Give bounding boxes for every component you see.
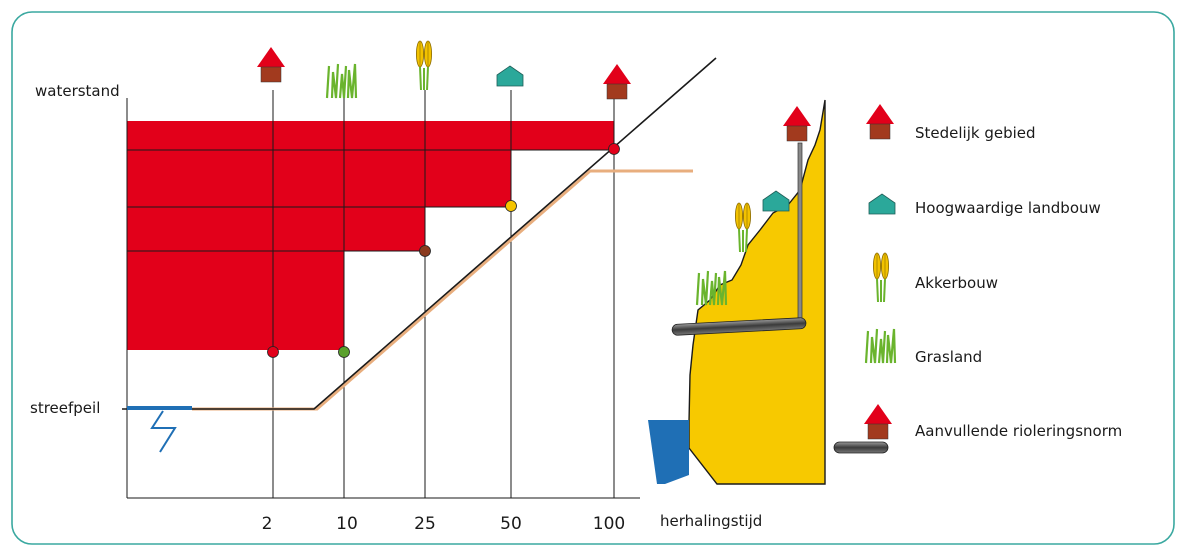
area-band-100 bbox=[127, 121, 614, 150]
x-tick-2: 2 bbox=[262, 514, 273, 534]
baseline-label: streefpeil bbox=[30, 399, 100, 417]
lightning-icon bbox=[150, 410, 177, 453]
sewer-pipe-vertical bbox=[797, 142, 803, 325]
return-period-gridlines bbox=[272, 90, 615, 498]
area-band-25 bbox=[127, 207, 425, 251]
barn-icon bbox=[496, 65, 524, 87]
house-icon bbox=[256, 46, 286, 83]
norm-point-100 bbox=[608, 143, 620, 155]
legend-barn-icon bbox=[868, 193, 896, 215]
norm-points bbox=[267, 143, 620, 358]
norm-step-area bbox=[127, 121, 614, 350]
legend-pipe-icon bbox=[833, 441, 889, 454]
legend-house-sewer-icon bbox=[863, 403, 893, 440]
legend-label-riolering: Aanvullende rioleringsnorm bbox=[915, 422, 1122, 440]
grain-icon bbox=[415, 40, 433, 91]
area-band-50 bbox=[127, 150, 511, 207]
legend-label-grasland: Grasland bbox=[915, 348, 982, 366]
legend-label-hoogwaardig: Hoogwaardige landbouw bbox=[915, 199, 1101, 217]
x-axis-label: herhalingstijd bbox=[660, 512, 762, 530]
legend-grain-icon bbox=[872, 252, 890, 303]
barn-icon bbox=[762, 190, 790, 212]
legend-grass-icon bbox=[864, 327, 897, 365]
x-tick-100: 100 bbox=[593, 514, 625, 534]
outer-border bbox=[11, 11, 1175, 545]
sewer-pipe bbox=[671, 317, 807, 336]
water-body bbox=[648, 420, 689, 484]
x-tick-50: 50 bbox=[500, 514, 522, 534]
legend-house-icon bbox=[865, 103, 895, 140]
y-axis-label: waterstand bbox=[35, 82, 120, 100]
terrain-cross-section bbox=[648, 99, 826, 485]
house-icon bbox=[602, 63, 632, 100]
norm-point-50 bbox=[505, 200, 517, 212]
legend-label-stedelijk: Stedelijk gebied bbox=[915, 124, 1036, 142]
area-band-10 bbox=[127, 251, 344, 350]
norm-point-25 bbox=[419, 245, 431, 257]
legend-label-akkerbouw: Akkerbouw bbox=[915, 274, 998, 292]
terrain-slope bbox=[688, 99, 826, 485]
legend: Stedelijk gebied Hoogwaardige landbouw A… bbox=[833, 103, 1122, 454]
x-tick-10: 10 bbox=[336, 514, 358, 534]
norm-point-10 bbox=[338, 346, 350, 358]
house-icon bbox=[782, 105, 812, 142]
x-tick-25: 25 bbox=[414, 514, 436, 534]
norm-point-2 bbox=[267, 346, 279, 358]
top-icons bbox=[256, 40, 632, 100]
grass-icon bbox=[325, 62, 358, 100]
